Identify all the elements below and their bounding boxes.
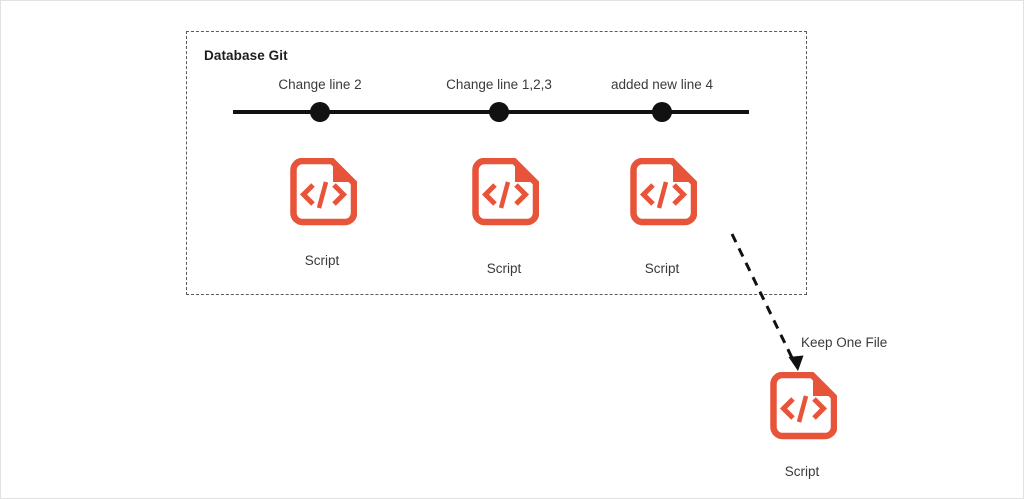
script-node-1[interactable] — [287, 158, 357, 228]
script-node-result[interactable] — [767, 372, 837, 442]
script-node-3[interactable] — [627, 158, 697, 228]
timeline-label-1: Change line 2 — [278, 77, 362, 92]
script-label-result: Script — [784, 464, 820, 479]
timeline-label-3: added new line 4 — [610, 77, 714, 92]
script-label-3: Script — [644, 261, 680, 276]
script-node-2[interactable] — [469, 158, 539, 228]
timeline-dot-2 — [489, 102, 509, 122]
code-file-icon — [770, 372, 837, 440]
arrow-caption: Keep One File — [801, 335, 888, 350]
arrow-head — [788, 355, 804, 371]
script-label-2: Script — [486, 261, 522, 276]
timeline-dot-3 — [652, 102, 672, 122]
code-file-icon — [630, 158, 697, 226]
code-file-icon — [290, 158, 357, 226]
timeline-dot-1 — [310, 102, 330, 122]
group-title: Database Git — [204, 48, 288, 63]
script-label-1: Script — [304, 253, 340, 268]
timeline-label-2: Change line 1,2,3 — [446, 77, 552, 92]
database-git-group-box — [186, 31, 807, 295]
code-file-icon — [472, 158, 539, 226]
